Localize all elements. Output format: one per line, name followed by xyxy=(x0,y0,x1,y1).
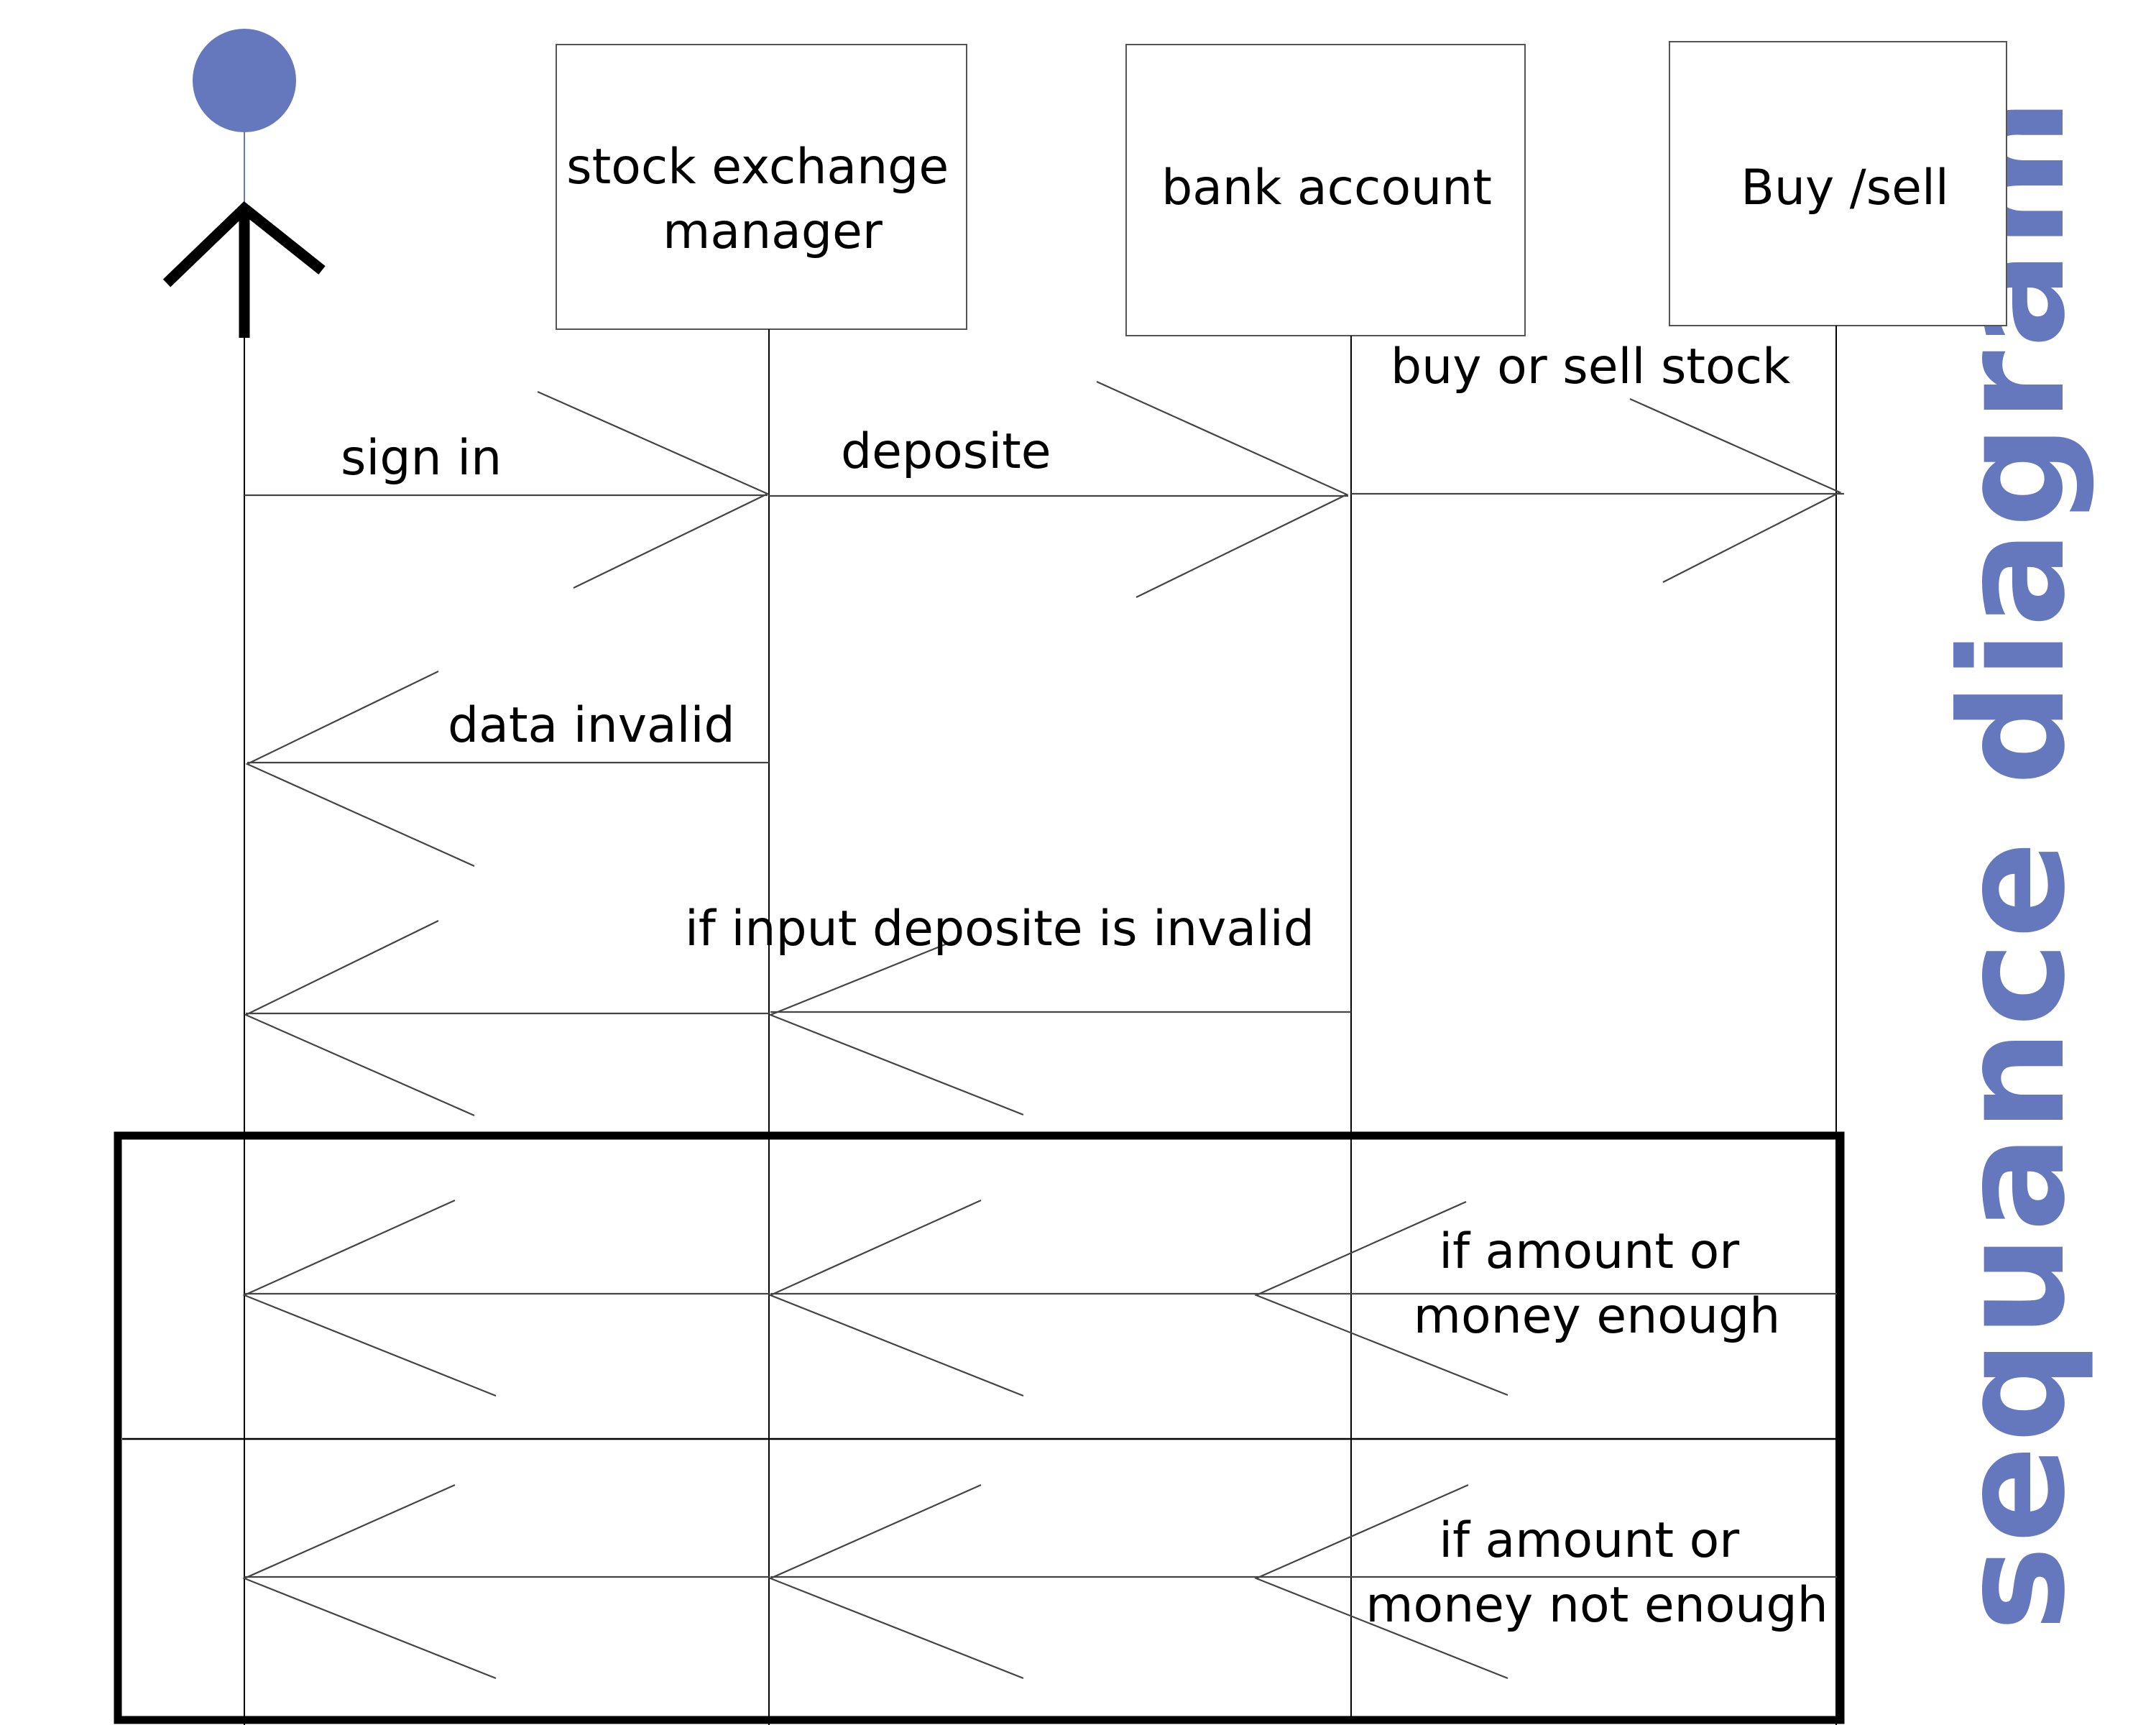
arrowhead-left-icon xyxy=(768,1199,1024,1397)
alt-fragment: if amount or money enough if amount or m… xyxy=(114,1131,1845,1724)
guard-condition-label: if amount or money not enough xyxy=(1365,1512,1828,1634)
message-sign-in: sign in xyxy=(244,390,770,589)
participant-box xyxy=(1669,41,2007,326)
arrowhead-left-icon xyxy=(768,1484,1024,1680)
participant-label: bank account xyxy=(1161,160,1492,216)
participant-label: stock exchange manager xyxy=(566,139,964,260)
message-label: deposite xyxy=(841,423,1051,480)
fragment-frame xyxy=(114,1131,1845,1724)
participant-bank-account: bank account xyxy=(1125,44,1526,336)
arrowhead-right-icon xyxy=(537,390,770,589)
actor-head xyxy=(193,29,296,132)
diagram-title: sequance diagram xyxy=(1930,96,2097,1632)
stick-figure-actor-icon xyxy=(162,29,326,338)
arrowhead-left-icon xyxy=(768,937,1024,1116)
participant-buy-sell: Buy /sell xyxy=(1669,41,2007,326)
arrowhead-left-icon xyxy=(242,1199,497,1397)
message-label: buy or sell stock xyxy=(1391,339,1791,395)
message-data-invalid: data invalid xyxy=(245,671,769,868)
arrowhead-left-icon xyxy=(244,920,475,1117)
message-label: data invalid xyxy=(448,697,735,754)
participant-stock-exchange-manager: stock exchange manager xyxy=(556,44,967,330)
arrowhead-left-icon xyxy=(245,671,475,868)
participant-label: Buy /sell xyxy=(1741,160,1949,216)
message-input-deposite-invalid: if input deposite is invalid xyxy=(244,901,1351,1117)
operand-money-not-enough: if amount or money not enough xyxy=(242,1484,1837,1680)
message-deposite: deposite xyxy=(769,380,1349,598)
arrowhead-left-icon xyxy=(242,1484,497,1680)
message-label: if input deposite is invalid xyxy=(685,901,1314,957)
arrowhead-left-icon xyxy=(1254,1200,1508,1397)
arrowhead-right-icon xyxy=(1096,380,1349,598)
guard-condition-label: if amount or money enough xyxy=(1414,1223,1781,1345)
arrowhead-left-icon xyxy=(1254,1484,1508,1680)
message-label: sign in xyxy=(341,430,502,487)
arrowhead-right-icon xyxy=(1629,397,1842,583)
participant-box xyxy=(556,44,967,330)
participant-box xyxy=(1125,44,1526,336)
message-buy-or-sell-stock: buy or sell stock xyxy=(1351,339,1844,583)
operand-money-enough: if amount or money enough xyxy=(242,1199,1837,1397)
